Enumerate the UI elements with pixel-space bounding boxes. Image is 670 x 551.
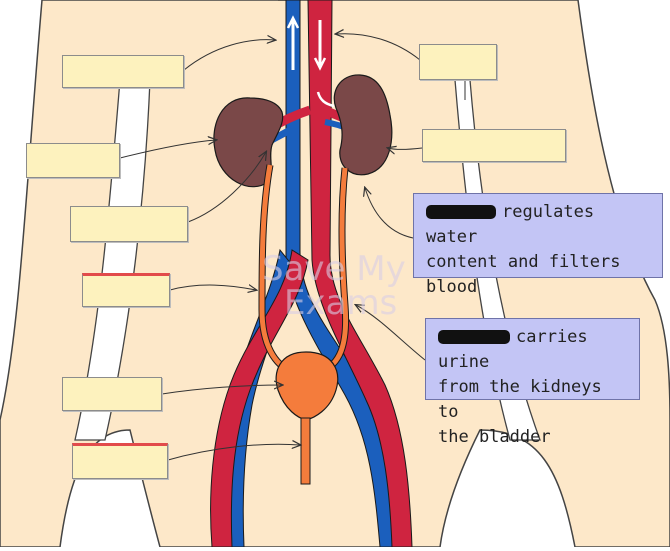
info-box-kidney: regulates water content and filters bloo… bbox=[413, 193, 663, 297]
watermark-line-1: Save My bbox=[262, 249, 406, 289]
redacted-answer bbox=[426, 205, 496, 219]
flow-arrow-renal-icon bbox=[316, 91, 335, 108]
right-kidney bbox=[333, 74, 393, 176]
info-box-ureter: carries urine from the kidneys to the bl… bbox=[425, 318, 640, 447]
flow-arrow-down-head-icon bbox=[313, 57, 327, 71]
info-box-ureter-line-2: from the kidneys to bbox=[438, 377, 602, 422]
leader-line-10 bbox=[356, 305, 426, 361]
right-ureter-fill bbox=[319, 167, 349, 375]
leader-line-2 bbox=[119, 140, 216, 159]
leader-line-3 bbox=[187, 152, 266, 223]
label-box-2[interactable] bbox=[26, 143, 120, 178]
label-box-6[interactable] bbox=[72, 443, 168, 479]
leader-line-7 bbox=[336, 34, 421, 61]
watermark: Save My Exams bbox=[262, 252, 406, 320]
info-box-ureter-line-1: carries urine bbox=[438, 327, 588, 372]
info-box-ureter-line-3: the bladder bbox=[438, 427, 551, 447]
leader-line-6 bbox=[167, 444, 300, 461]
label-box-4[interactable] bbox=[82, 273, 170, 307]
info-box-kidney-line-3: blood bbox=[426, 277, 478, 297]
urethra bbox=[300, 417, 311, 485]
leader-line-4 bbox=[169, 285, 256, 290]
redacted-answer bbox=[438, 330, 510, 344]
left-arm-gap bbox=[74, 79, 151, 441]
flow-arrow-up-head-icon bbox=[286, 15, 300, 29]
info-box-kidney-line-1: regulates water bbox=[426, 202, 595, 247]
watermark-line-2: Exams bbox=[284, 283, 398, 323]
leader-line-8 bbox=[388, 148, 423, 150]
label-box-1[interactable] bbox=[62, 55, 184, 88]
leader-line-9 bbox=[365, 188, 414, 239]
leader-line-1 bbox=[183, 40, 275, 71]
leader-line-5 bbox=[161, 385, 282, 395]
left-ureter-fill bbox=[259, 164, 294, 375]
label-box-3[interactable] bbox=[70, 206, 188, 242]
label-box-5[interactable] bbox=[62, 377, 162, 411]
label-box-7[interactable] bbox=[419, 44, 497, 80]
info-box-kidney-line-2: content and filters bbox=[426, 252, 621, 272]
label-box-8[interactable] bbox=[422, 129, 566, 162]
